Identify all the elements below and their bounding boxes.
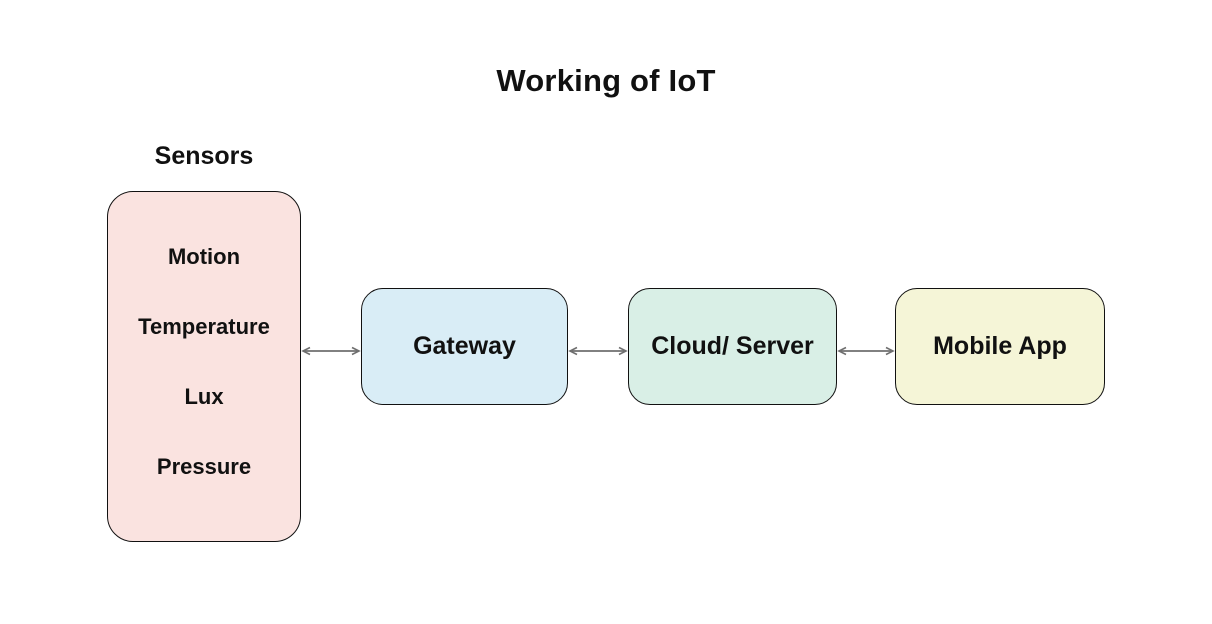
- sensor-item-lux: Lux: [184, 383, 224, 409]
- diagram-title: Working of IoT: [496, 63, 716, 98]
- mobile-app-node: Mobile App: [895, 288, 1105, 405]
- cloud-server-node-label: Cloud/ Server: [651, 332, 814, 360]
- sensor-item-temperature: Temperature: [138, 313, 270, 339]
- sensors-group-label: Sensors: [154, 142, 254, 170]
- sensor-item-motion: Motion: [167, 243, 241, 269]
- sensor-item-pressure: Pressure: [156, 453, 252, 479]
- gateway-node-label: Gateway: [413, 332, 516, 360]
- sensors-node: Motion Temperature Lux Pressure: [107, 191, 301, 542]
- gateway-node: Gateway: [361, 288, 568, 405]
- cloud-server-node: Cloud/ Server: [628, 288, 837, 405]
- mobile-app-node-label: Mobile App: [933, 332, 1067, 360]
